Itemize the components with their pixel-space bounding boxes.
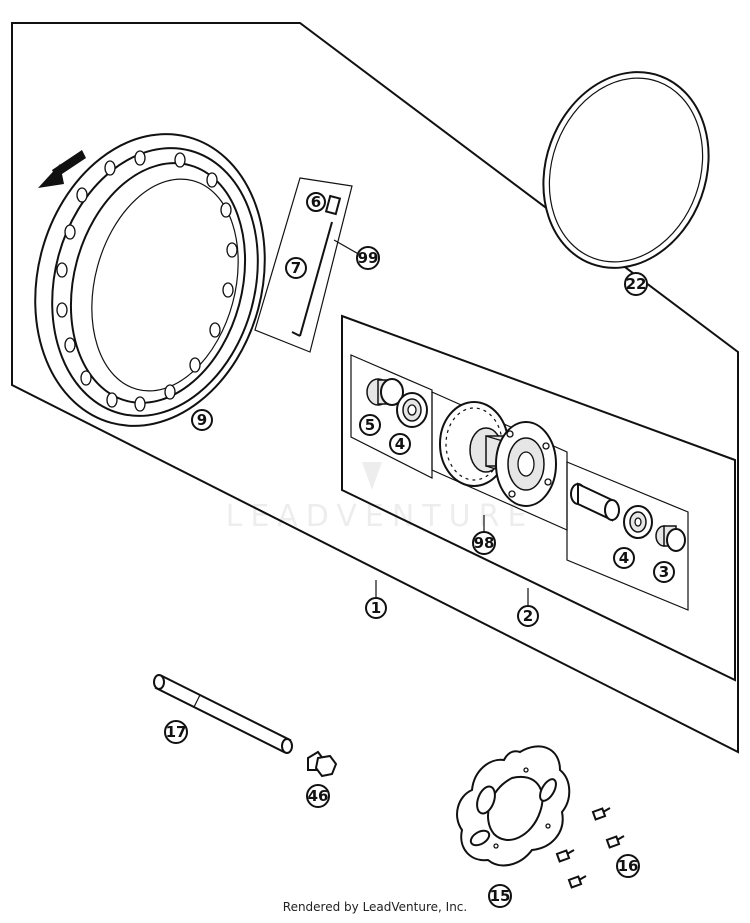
right-spacer-part <box>655 525 686 552</box>
rim-band-part <box>542 71 710 269</box>
svg-text:4: 4 <box>395 435 405 453</box>
rim-band-inner <box>548 77 704 263</box>
left-bearing-part <box>396 392 428 428</box>
svg-text:6: 6 <box>311 193 321 211</box>
right-sleeve-part <box>570 482 620 522</box>
svg-text:17: 17 <box>166 723 187 741</box>
callout-1: 1 <box>365 597 387 619</box>
callout-7: 7 <box>285 257 307 279</box>
callout-15: 15 <box>488 884 512 908</box>
callout-22: 22 <box>624 272 648 296</box>
callout-17: 17 <box>164 720 188 744</box>
svg-text:3: 3 <box>659 563 669 581</box>
callout-98: 98 <box>472 531 496 555</box>
brake-disc-part <box>456 745 571 867</box>
right-bearing-panel <box>566 461 689 611</box>
callout-4-right: 4 <box>613 547 635 569</box>
svg-text:5: 5 <box>365 416 375 434</box>
watermark: LEADVENTURE <box>226 499 535 534</box>
callout-9: 9 <box>191 409 213 431</box>
rim-part <box>34 133 266 427</box>
hub-part <box>439 401 557 507</box>
hub-assembly-panel <box>341 314 736 682</box>
svg-text:16: 16 <box>618 857 639 875</box>
callout-46: 46 <box>306 784 330 808</box>
spoke-part <box>291 194 342 337</box>
callout-16: 16 <box>616 854 640 878</box>
svg-text:7: 7 <box>291 259 301 277</box>
right-bearing-part <box>623 505 653 539</box>
svg-text:99: 99 <box>358 249 379 267</box>
callout-6: 6 <box>306 192 326 212</box>
rotation-direction-arrow-icon <box>38 150 86 188</box>
svg-text:9: 9 <box>197 411 207 429</box>
left-bearing-panel <box>350 354 433 479</box>
svg-text:2: 2 <box>523 607 533 625</box>
disc-bolt-part <box>555 807 625 889</box>
svg-text:22: 22 <box>626 275 647 293</box>
assembly-panel-outline <box>11 22 739 754</box>
svg-text:46: 46 <box>308 787 329 805</box>
callout-4-left: 4 <box>389 433 411 455</box>
callout-2: 2 <box>517 605 539 627</box>
svg-text:98: 98 <box>474 534 495 552</box>
svg-text:15: 15 <box>490 887 511 905</box>
axle-part <box>153 674 293 754</box>
left-spacer-part <box>366 378 404 406</box>
footer-credit: Rendered by LeadVenture, Inc. <box>282 900 468 914</box>
svg-text:1: 1 <box>371 599 381 617</box>
callout-5: 5 <box>359 414 381 436</box>
spoke-kit-panel <box>254 177 353 353</box>
axle-nut-part <box>307 750 338 778</box>
watermark-logo-icon <box>362 462 382 490</box>
callout-99: 99 <box>356 246 380 270</box>
rim-spoke-holes <box>56 150 238 412</box>
callout-3: 3 <box>653 561 675 583</box>
svg-text:4: 4 <box>619 549 629 567</box>
